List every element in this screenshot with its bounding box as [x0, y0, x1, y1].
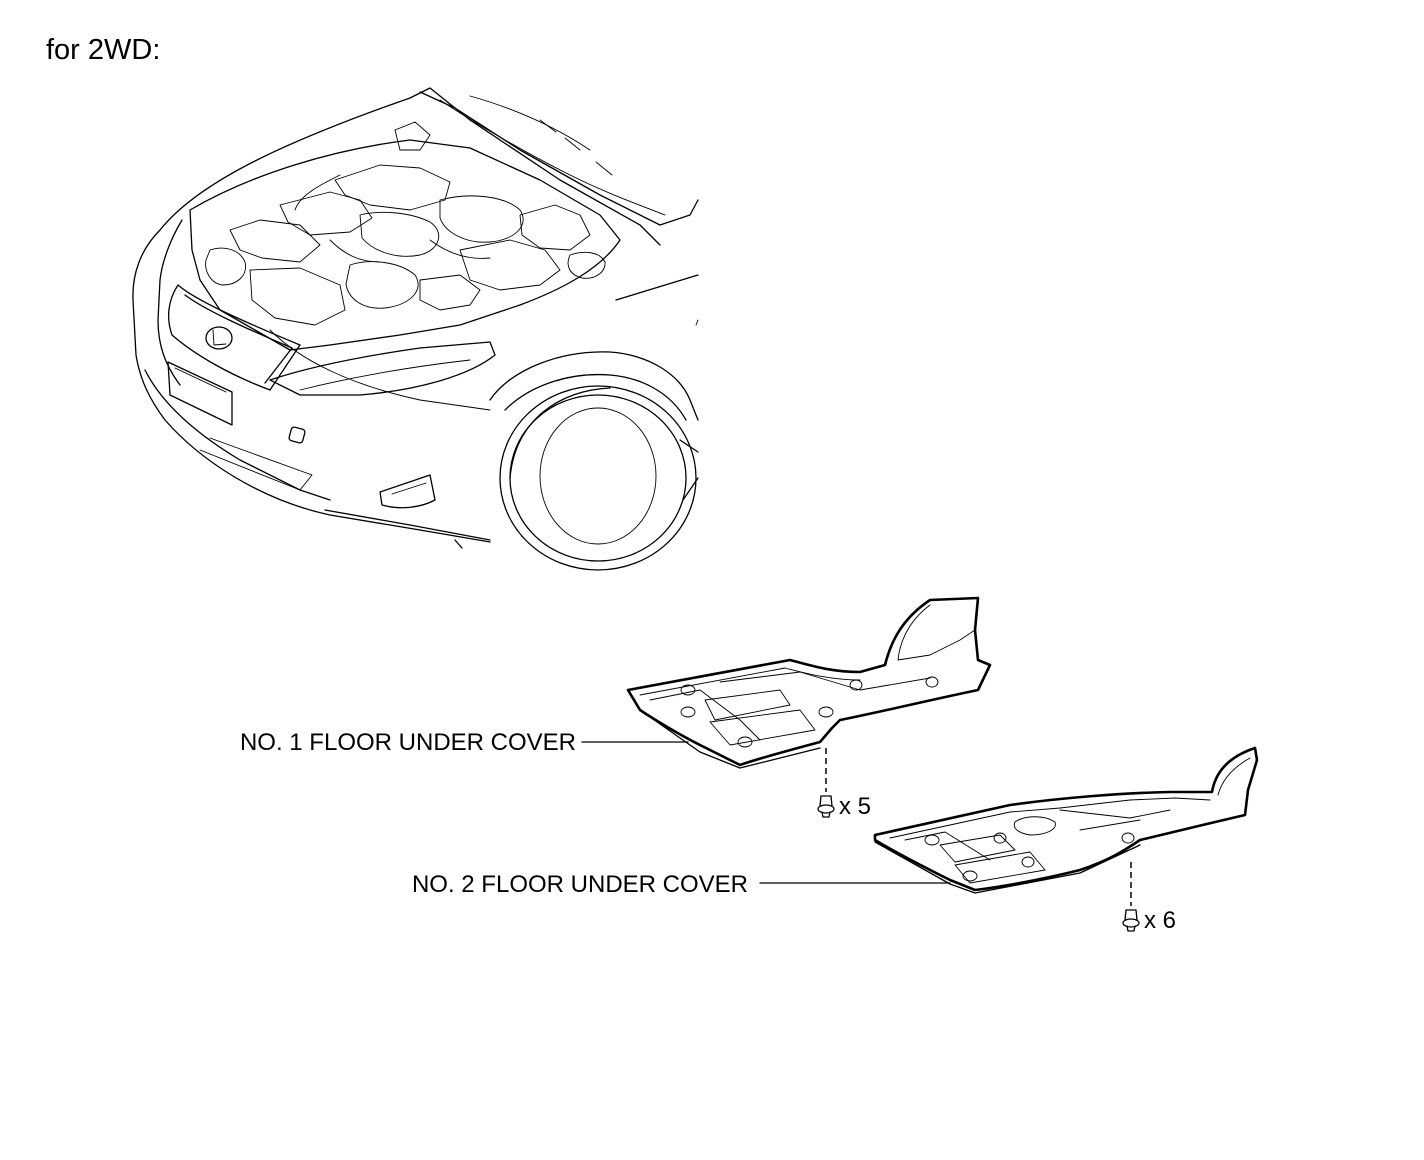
- clip-icon-2: [1122, 909, 1140, 932]
- no1-fastener-quantity: x 5: [839, 793, 872, 820]
- diagram-heading: for 2WD:: [46, 34, 161, 66]
- no2-floor-under-cover-label: NO. 2 FLOOR UNDER COVER: [411, 871, 748, 898]
- no2-fastener-quantity: x 6: [1144, 907, 1177, 934]
- clip-icon-1: [817, 795, 835, 818]
- vehicle-front-illustration: [132, 87, 699, 571]
- no2-floor-under-cover-illustration: [873, 746, 1259, 894]
- no1-floor-under-cover-illustration: [626, 596, 992, 769]
- no1-floor-under-cover-label: NO. 1 FLOOR UNDER COVER: [239, 729, 576, 756]
